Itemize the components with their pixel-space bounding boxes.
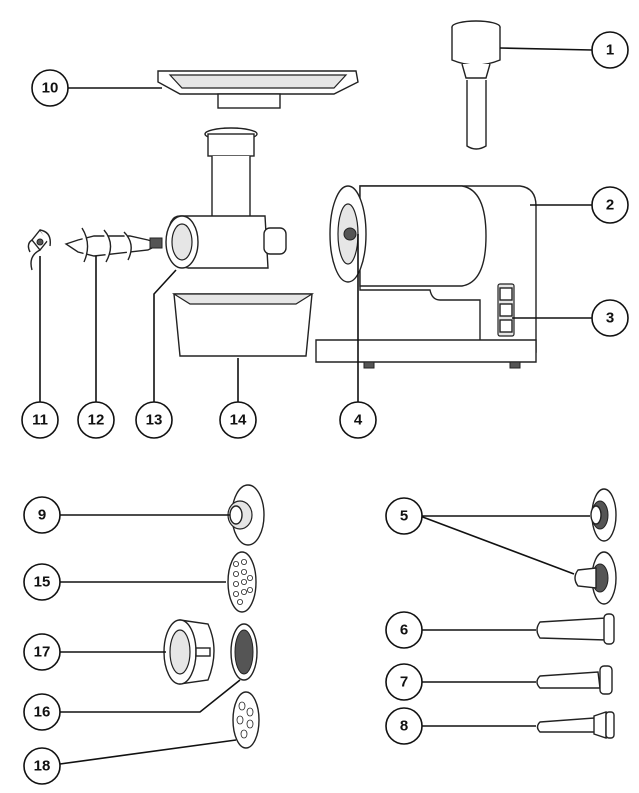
callout-label: 10 bbox=[42, 80, 59, 97]
callout-4: 4 bbox=[339, 401, 377, 439]
callout-16: 16 bbox=[23, 693, 61, 731]
callout-6: 6 bbox=[385, 611, 423, 649]
part-coarse-plate bbox=[227, 551, 257, 613]
callout-15: 15 bbox=[23, 563, 61, 601]
callout-label: 12 bbox=[88, 412, 105, 429]
callout-label: 1 bbox=[606, 42, 614, 59]
part-nozzle-small bbox=[536, 711, 615, 739]
callout-label: 6 bbox=[400, 622, 408, 639]
part-blade bbox=[27, 228, 51, 271]
part-kubbe-cone bbox=[227, 484, 265, 546]
part-nozzle-medium bbox=[536, 665, 613, 695]
callout-label: 2 bbox=[606, 197, 614, 214]
callout-17: 17 bbox=[23, 633, 61, 671]
part-auger bbox=[64, 227, 163, 263]
part-motor-body bbox=[315, 185, 537, 369]
callout-label: 3 bbox=[606, 310, 614, 327]
callout-label: 8 bbox=[400, 718, 408, 735]
callout-label: 11 bbox=[32, 412, 48, 429]
callout-label: 13 bbox=[146, 412, 163, 429]
callout-5: 5 bbox=[385, 497, 423, 535]
callout-label: 4 bbox=[354, 412, 363, 429]
callout-12: 12 bbox=[77, 401, 115, 439]
part-pusher bbox=[451, 20, 501, 150]
part-grinder-head bbox=[165, 127, 287, 269]
callout-label: 15 bbox=[34, 574, 51, 591]
callout-13: 13 bbox=[135, 401, 173, 439]
part-tray bbox=[157, 70, 359, 109]
part-control-buttons bbox=[497, 283, 515, 337]
callout-14: 14 bbox=[219, 401, 257, 439]
part-container bbox=[171, 293, 315, 357]
callout-8: 8 bbox=[385, 707, 423, 745]
callout-label: 14 bbox=[230, 412, 247, 429]
part-fine-plate bbox=[230, 623, 258, 681]
part-nozzle-large bbox=[536, 613, 615, 645]
part-ring-nut bbox=[163, 619, 215, 685]
callout-label: 7 bbox=[400, 674, 408, 691]
callout-11: 11 bbox=[21, 401, 59, 439]
callout-2: 2 bbox=[591, 186, 629, 224]
callout-label: 17 bbox=[34, 644, 51, 661]
callout-18: 18 bbox=[23, 747, 61, 785]
callout-3: 3 bbox=[591, 299, 629, 337]
callout-10: 10 bbox=[31, 69, 69, 107]
callout-label: 5 bbox=[400, 508, 408, 525]
callout-9: 9 bbox=[23, 496, 61, 534]
part-separator bbox=[574, 488, 617, 605]
callout-1: 1 bbox=[591, 31, 629, 69]
leader-lines bbox=[39, 47, 593, 765]
callout-label: 18 bbox=[34, 758, 51, 775]
callout-label: 9 bbox=[38, 507, 46, 524]
callout-label: 16 bbox=[34, 704, 51, 721]
part-sausage-plate bbox=[232, 691, 260, 749]
callout-7: 7 bbox=[385, 663, 423, 701]
